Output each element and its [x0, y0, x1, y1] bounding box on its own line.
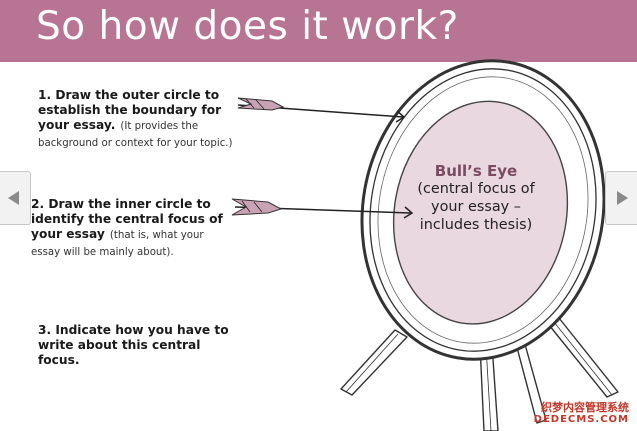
arrow-inner — [231, 198, 414, 219]
watermark-line-1: 织梦内容管理系统 — [541, 401, 629, 414]
step-3-main: 3. Indicate how you have to write about … — [38, 323, 229, 367]
step-1-main: 1. Draw the outer circle to establish th… — [38, 88, 222, 132]
arrow-outer — [237, 97, 406, 123]
bulls-eye-label: Bull’s Eye (central focus of your essay … — [396, 162, 556, 234]
bulls-eye-title: Bull’s Eye — [434, 162, 518, 180]
slide-title: So how does it work? — [36, 4, 459, 49]
inner-circle — [392, 100, 569, 325]
step-1-sub: (It provides the background or context f… — [38, 121, 233, 149]
bulls-eye-line-3: includes thesis) — [419, 217, 533, 233]
left-triangle-icon — [8, 191, 19, 205]
step-2-sub: (that is, what your essay will be mainly… — [31, 230, 204, 258]
easel-leg-right — [544, 312, 619, 398]
step-3: 3. Indicate how you have to write about … — [38, 322, 238, 367]
easel-leg-left — [340, 329, 408, 396]
step-2-main: 2. Draw the inner circle to identify the… — [31, 197, 223, 241]
watermark-line-2: DEDECMS.COM — [533, 414, 629, 425]
next-slide-button[interactable] — [605, 171, 637, 225]
previous-slide-button[interactable] — [0, 171, 31, 225]
step-1: 1. Draw the outer circle to establish th… — [38, 87, 243, 151]
step-2: 2. Draw the inner circle to identify the… — [31, 196, 231, 260]
bulls-eye-line-1: (central focus of — [417, 181, 535, 197]
right-triangle-icon — [617, 191, 628, 205]
bulls-eye-line-2: your essay – — [431, 199, 521, 215]
title-bar: So how does it work? — [0, 0, 637, 62]
